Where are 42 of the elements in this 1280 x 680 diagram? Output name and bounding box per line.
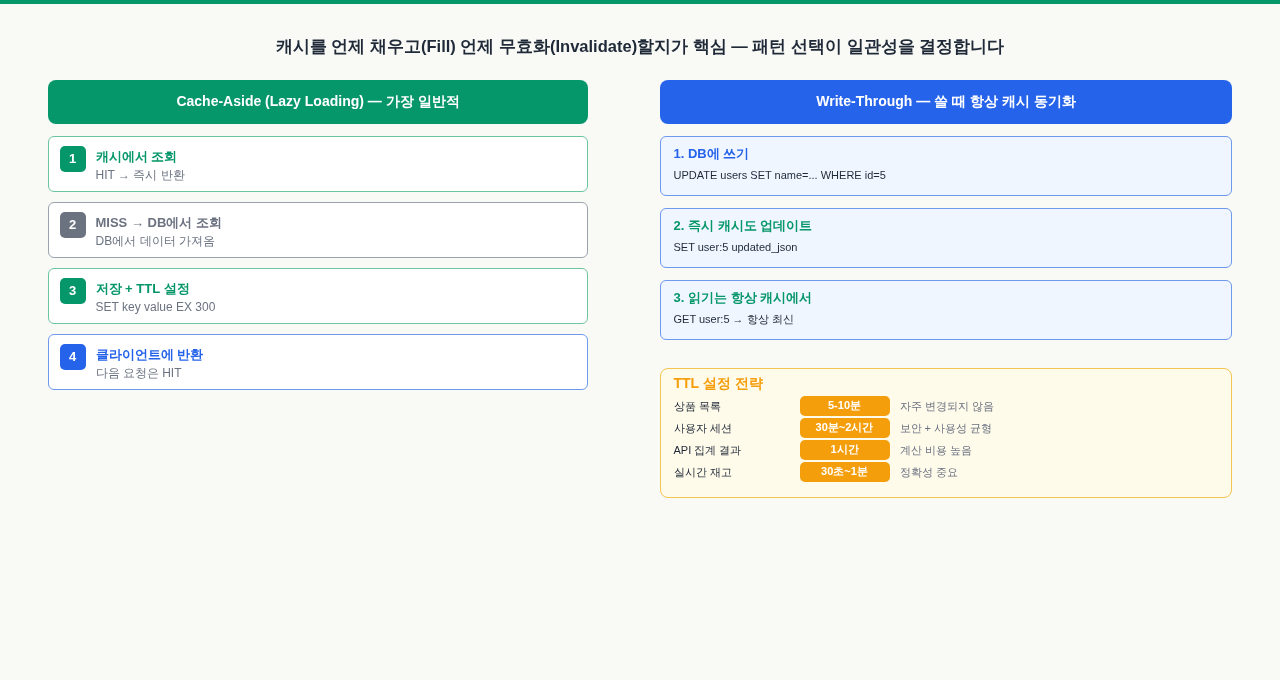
step-description: 다음 요청은 HIT [95, 364, 182, 381]
row-note: 자주 변경되지 않음 [899, 398, 994, 414]
row-label: API 집계 결과 [673, 442, 742, 458]
step-description: HIT → 즉시 반환 [95, 166, 185, 183]
section-header: Cache-Aside (Lazy Loading) — 가장 일반적 [48, 80, 588, 124]
step-card [48, 268, 588, 324]
section-header: Write-Through — 쓸 때 항상 캐시 동기화 [660, 80, 1232, 124]
step-card [660, 208, 1232, 268]
step-title: 1. DB에 쓰기 [673, 145, 750, 162]
step-card [48, 202, 588, 258]
diagram-title: 캐시를 언제 채우고(Fill) 언제 무효화(Invalidate)할지가 핵심 — 패턴 선택이 일관성을 결정합니다 [275, 36, 1005, 57]
row-label: 실시간 재고 [673, 464, 732, 480]
step-title: MISS → DB에서 조회 [95, 214, 222, 231]
duration-tag: 30초~1분 [799, 461, 890, 482]
step-description: SET user:5 updated_json [673, 239, 798, 255]
number-badge: 2 [59, 211, 86, 238]
step-title: 저장 + TTL 설정 [95, 280, 190, 297]
row-note: 보안 + 사용성 균형 [899, 420, 993, 436]
step-card [48, 136, 588, 192]
step-title: 3. 읽기는 항상 캐시에서 [673, 289, 813, 306]
step-description: DB에서 데이터 가져옴 [95, 232, 215, 249]
number-badge: 3 [59, 277, 86, 304]
info-panel [660, 368, 1232, 498]
number-badge: 4 [59, 343, 86, 370]
row-note: 정확성 중요 [899, 464, 958, 480]
panel-title: TTL 설정 전략 [673, 374, 763, 392]
duration-tag: 1시간 [799, 439, 890, 460]
step-card [48, 334, 588, 390]
step-title: 캐시에서 조회 [95, 148, 178, 165]
step-description: UPDATE users SET name=... WHERE id=5 [673, 167, 886, 183]
duration-tag: 5-10분 [799, 395, 890, 416]
row-label: 사용자 세션 [673, 420, 732, 436]
duration-tag: 30분~2시간 [799, 417, 890, 438]
step-description: GET user:5 → 항상 최신 [673, 311, 794, 327]
number-badge: 1 [59, 145, 86, 172]
step-card [660, 280, 1232, 340]
step-card [660, 136, 1232, 196]
step-title: 클라이언트에 반환 [95, 346, 204, 363]
step-description: SET key value EX 300 [95, 298, 216, 315]
row-note: 계산 비용 높음 [899, 442, 972, 458]
step-title: 2. 즉시 캐시도 업데이트 [673, 217, 813, 234]
row-label: 상품 목록 [673, 398, 721, 414]
